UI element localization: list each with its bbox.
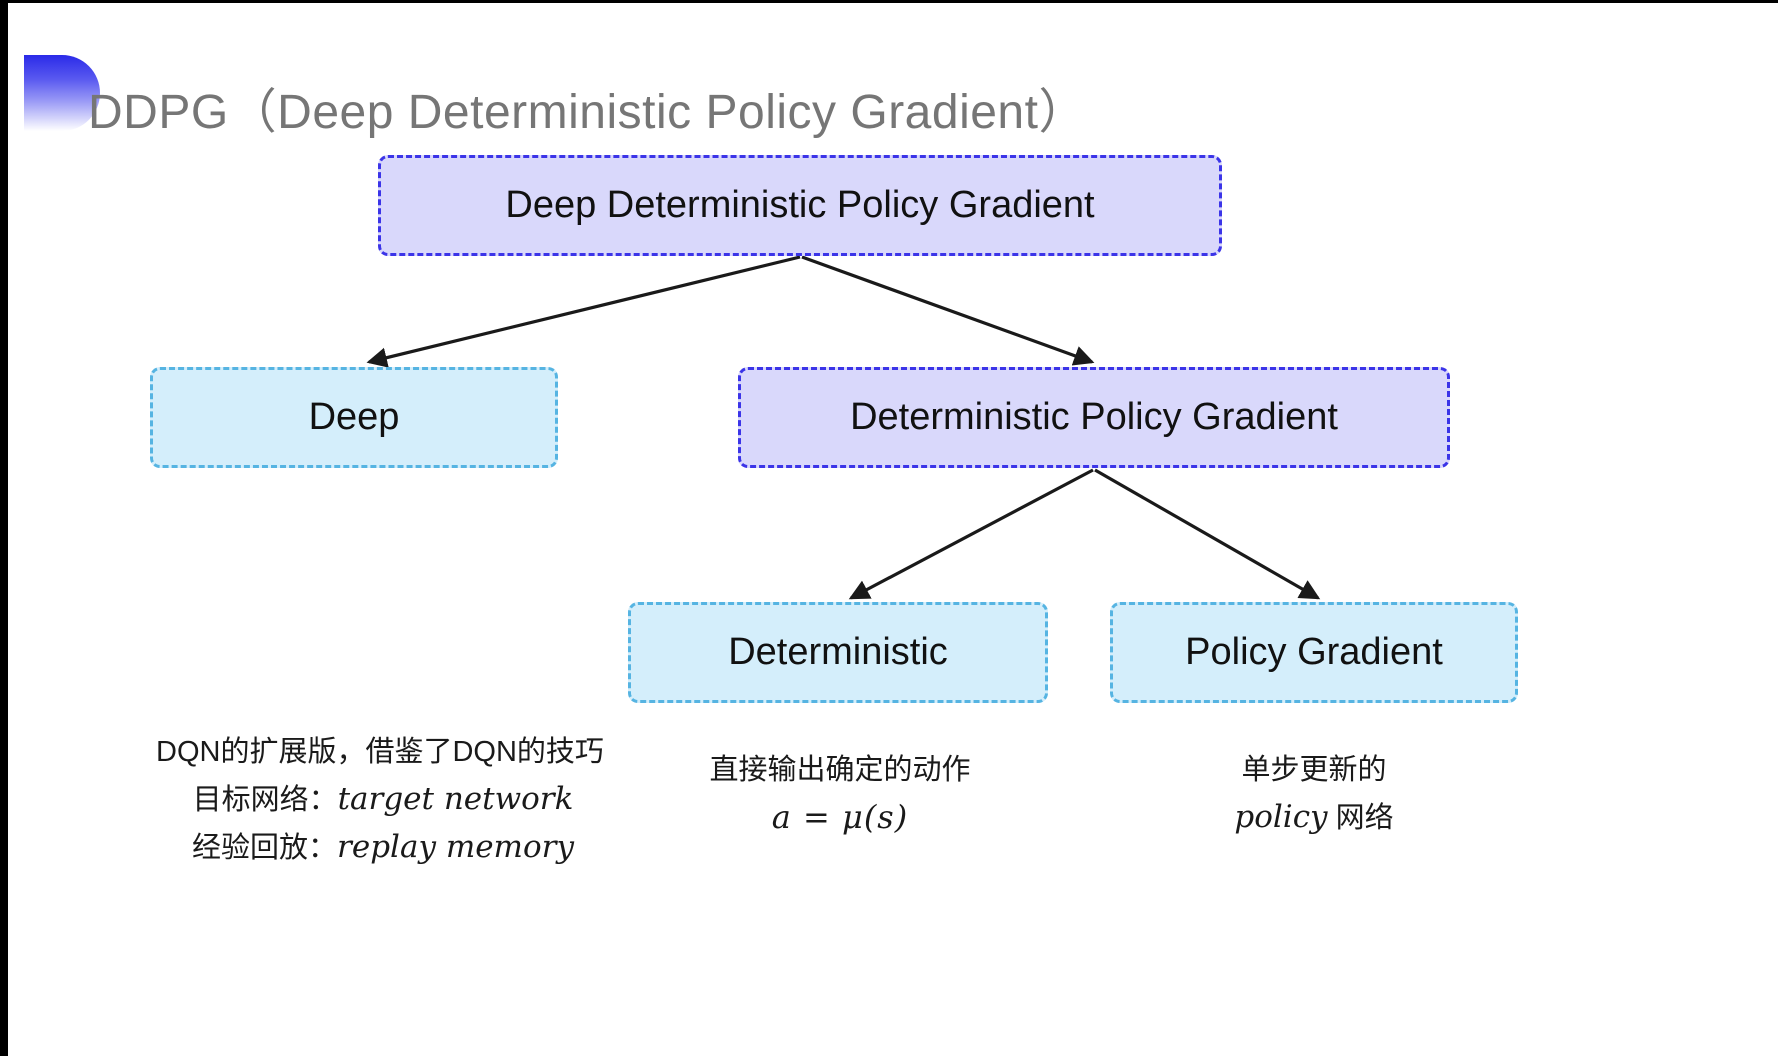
caption-deep-line2: 目标网络：target network bbox=[90, 775, 670, 823]
node-deep[interactable]: Deep bbox=[150, 367, 558, 468]
arrow-root-to-deep bbox=[366, 255, 801, 368]
caption-deterministic-line1: 直接输出确定的动作 bbox=[709, 754, 971, 786]
arrow-dpg-to-deterministic bbox=[848, 468, 1094, 600]
caption-policy-gradient-tail: 网络 bbox=[1327, 801, 1394, 834]
caption-deep-line2-label: 目标网络： bbox=[192, 783, 338, 816]
caption-policy-gradient: 单步更新的 policy 网络 bbox=[1110, 748, 1518, 841]
caption-policy-gradient-line2: policy 网络 bbox=[1110, 793, 1518, 841]
caption-deep: DQN的扩展版，借鉴了DQN的技巧 目标网络：target network 经验… bbox=[90, 730, 670, 871]
caption-deep-line3: 经验回放：replay memory bbox=[90, 823, 670, 871]
half-circle-decoration-icon bbox=[24, 55, 100, 131]
caption-deterministic: 直接输出确定的动作 a = μ(s) bbox=[640, 748, 1040, 843]
slide-left-edge bbox=[0, 0, 8, 1056]
caption-deep-line1: DQN的扩展版，借鉴了DQN的技巧 bbox=[156, 736, 604, 768]
node-deterministic[interactable]: Deterministic bbox=[628, 602, 1048, 703]
node-policy-gradient[interactable]: Policy Gradient bbox=[1110, 602, 1518, 703]
node-deterministic-policy-gradient[interactable]: Deterministic Policy Gradient bbox=[738, 367, 1450, 468]
caption-policy-gradient-line1: 单步更新的 bbox=[1241, 754, 1387, 786]
caption-policy-gradient-term: policy bbox=[1234, 798, 1328, 835]
node-root[interactable]: Deep Deterministic Policy Gradient bbox=[378, 155, 1222, 256]
slide-top-edge bbox=[0, 0, 1778, 3]
page-title: DDPG（Deep Deterministic Policy Gradient） bbox=[88, 86, 1087, 139]
caption-deep-line3-label: 经验回放： bbox=[192, 831, 338, 864]
caption-deep-line2-term: target network bbox=[337, 780, 574, 817]
caption-deterministic-formula: a = μ(s) bbox=[771, 797, 909, 836]
arrow-root-to-dpg bbox=[801, 255, 1095, 366]
arrow-dpg-to-policy-gradient bbox=[1094, 468, 1321, 600]
caption-deep-line3-term: replay memory bbox=[337, 828, 574, 865]
